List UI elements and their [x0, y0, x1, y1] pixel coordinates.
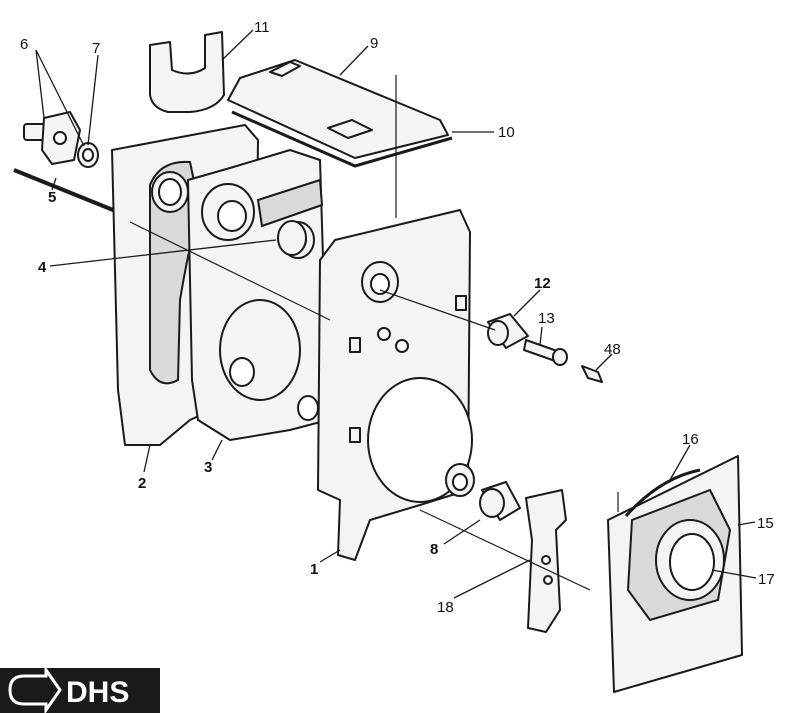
assembly-axis-lines — [129, 75, 619, 591]
arrow-icon — [8, 665, 62, 713]
part-10-gasket — [231, 110, 453, 168]
part-17-door-ring — [655, 519, 725, 601]
leader-lines — [35, 29, 757, 599]
part-18-bracket — [525, 489, 567, 633]
callout-12: 12 — [534, 275, 551, 292]
part-16-gasket — [624, 468, 701, 518]
callout-17: 17 — [758, 571, 775, 588]
callout-7: 7 — [92, 40, 100, 57]
callout-5: 5 — [48, 189, 56, 206]
part-9-cover — [227, 59, 449, 159]
part-3-heat-exchanger — [187, 149, 329, 441]
callout-8: 8 — [430, 541, 438, 558]
callout-48: 48 — [604, 341, 621, 358]
callout-1: 1 — [310, 561, 318, 578]
callout-16: 16 — [682, 431, 699, 448]
dhs-logo: DHS — [0, 665, 160, 713]
callout-3: 3 — [204, 459, 212, 476]
logo-text: DHS — [66, 676, 129, 709]
callout-9: 9 — [370, 35, 378, 52]
part-7-seal-ring — [77, 142, 99, 168]
callout-4: 4 — [38, 259, 47, 276]
part-8-fitting — [479, 481, 521, 521]
callout-10: 10 — [498, 124, 515, 141]
callout-2: 2 — [138, 475, 146, 492]
callout-labels: 11 9 10 6 7 5 4 2 3 12 13 48 8 18 1 16 1… — [20, 19, 775, 616]
part-11-bracket — [149, 31, 225, 113]
part-13-bolt — [523, 339, 568, 366]
callout-15: 15 — [757, 515, 774, 532]
part-48-pin — [581, 365, 603, 383]
part-1-front-casing — [317, 209, 475, 561]
callout-13: 13 — [538, 310, 555, 327]
part-4-sleeve — [277, 220, 307, 256]
part-12-nipple — [487, 313, 529, 349]
callout-6: 6 — [20, 36, 28, 53]
callout-18: 18 — [437, 599, 454, 616]
callout-11: 11 — [254, 19, 270, 36]
part-5-rod — [13, 168, 119, 214]
part-6-fitting — [23, 111, 81, 165]
